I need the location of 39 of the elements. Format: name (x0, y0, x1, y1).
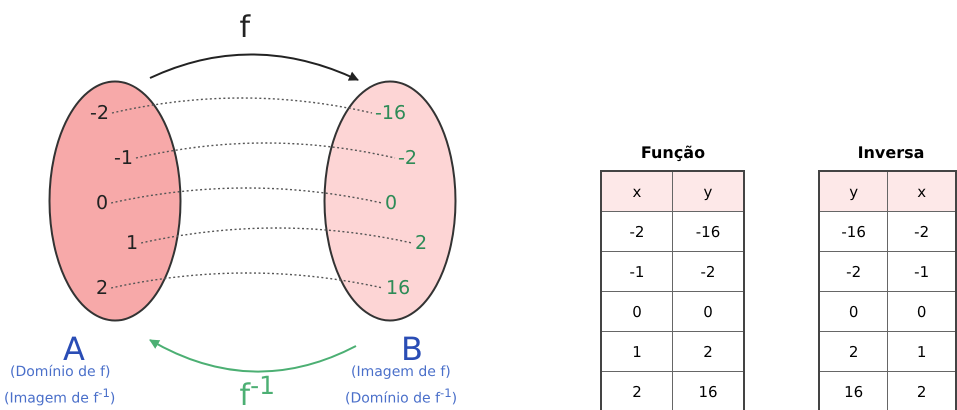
table-cell: 2 (819, 332, 888, 372)
arrow (149, 339, 356, 372)
edge-label: f (240, 12, 250, 44)
set-element: -1 (114, 147, 133, 169)
mapping-line (110, 272, 384, 289)
set-element: 1 (126, 232, 138, 254)
mapping-line (136, 142, 396, 159)
table-title: Função (640, 143, 706, 163)
mapping-line (140, 227, 412, 244)
set-letter: A (63, 332, 85, 366)
set-element: 0 (96, 192, 108, 214)
table-cell: 1 (601, 332, 672, 372)
set-element: 2 (415, 232, 428, 254)
set-caption: (Imagem de f) (351, 363, 451, 381)
table-cell: 0 (601, 292, 672, 332)
set-element: 2 (96, 277, 108, 299)
set-element: 16 (386, 277, 410, 299)
table-cell: -16 (819, 212, 888, 252)
set-element: 0 (385, 192, 398, 214)
header-cell: y (672, 171, 744, 212)
set-element: -16 (375, 102, 406, 124)
set-caption: (Domínio de f$^{-1}$) (345, 385, 458, 408)
header-cell: x (888, 171, 956, 212)
mapping-line (112, 97, 372, 114)
set-element: -2 (90, 102, 109, 124)
set-caption: (Imagem de f$^{-1}$) (4, 385, 116, 408)
arrow (150, 54, 359, 81)
set-caption: (Domínio de f) (10, 363, 110, 381)
table-cell: -2 (601, 212, 672, 252)
table-cell: 0 (819, 292, 888, 332)
header-cell: x (601, 171, 672, 212)
set-letter: B (401, 332, 423, 366)
set-element: -2 (398, 147, 417, 169)
table-cell: -1 (601, 252, 672, 292)
table-cell: -2 (819, 252, 888, 292)
edge-label: f$^{-1}$ (240, 370, 275, 410)
mapping-line (110, 187, 382, 204)
header-cell: y (819, 171, 888, 212)
table-title: Inversa (856, 143, 926, 163)
